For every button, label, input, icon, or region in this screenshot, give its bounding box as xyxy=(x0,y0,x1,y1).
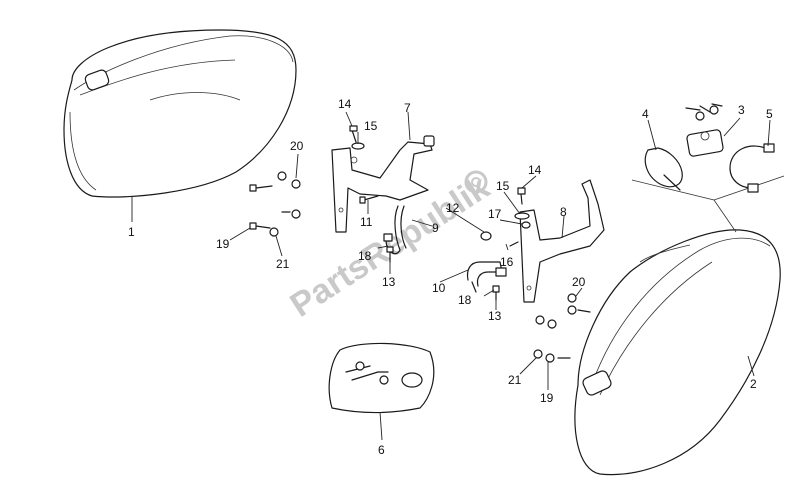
callout-6: 6 xyxy=(378,443,385,457)
case-latch-icon xyxy=(84,69,110,91)
callout-17: 17 xyxy=(488,207,502,221)
callout-4: 4 xyxy=(642,107,649,121)
watermark-gear-icon xyxy=(464,170,488,194)
callout-11: 11 xyxy=(360,215,373,229)
left-hardware xyxy=(249,125,492,263)
callout-19-left: 19 xyxy=(216,237,230,251)
tube-bracket-right xyxy=(466,261,507,293)
callout-21-left: 21 xyxy=(276,257,290,271)
callout-labels: 1 2 3 4 5 6 7 8 9 10 11 12 13 13 14 14 1… xyxy=(128,97,773,457)
callout-5: 5 xyxy=(766,107,773,121)
group-bracket-line xyxy=(631,179,737,233)
callout-13-left: 13 xyxy=(382,275,396,289)
callout-15-right: 15 xyxy=(496,179,510,193)
leader-lines xyxy=(131,111,771,441)
lanyard-cable xyxy=(729,143,775,193)
callout-15-left: 15 xyxy=(364,119,378,133)
callout-18-right: 18 xyxy=(458,293,472,307)
callout-1: 1 xyxy=(128,225,135,239)
right-hardware xyxy=(492,187,591,363)
callout-19-right: 19 xyxy=(540,391,554,405)
callout-10: 10 xyxy=(432,281,446,295)
key-set xyxy=(328,342,435,414)
lock-with-keys xyxy=(685,103,724,157)
callout-14-right: 14 xyxy=(528,163,542,177)
callout-14-left: 14 xyxy=(338,97,352,111)
callout-12: 12 xyxy=(446,201,460,215)
callout-16: 16 xyxy=(500,255,514,269)
left-side-case xyxy=(63,29,297,198)
callout-7: 7 xyxy=(404,101,411,115)
case-latch-icon xyxy=(582,370,612,396)
right-mounting-bracket xyxy=(519,179,605,303)
left-mounting-bracket xyxy=(331,135,435,233)
callout-8: 8 xyxy=(560,205,567,219)
callout-18-left: 18 xyxy=(358,249,372,263)
callout-2: 2 xyxy=(750,377,757,391)
callout-20-left: 20 xyxy=(290,139,304,153)
right-side-case xyxy=(574,229,781,476)
callout-9: 9 xyxy=(432,221,439,235)
callout-3: 3 xyxy=(738,103,745,117)
callout-20-right: 20 xyxy=(572,275,586,289)
cable-loop xyxy=(644,147,683,191)
callout-21-right: 21 xyxy=(508,373,522,387)
callout-13-right: 13 xyxy=(488,309,502,323)
